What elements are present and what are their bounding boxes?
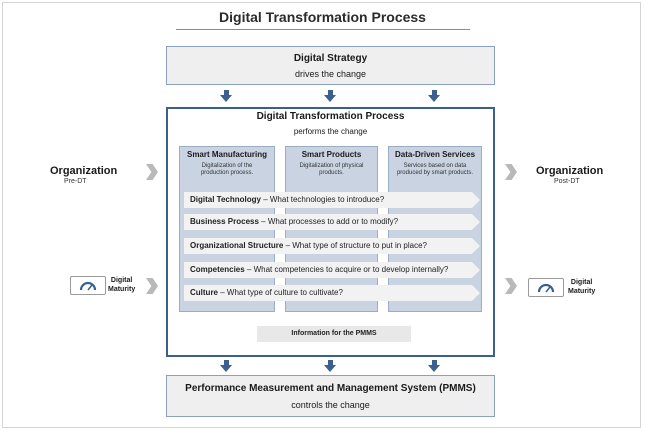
band-question: – What processes to add or to modify? xyxy=(258,217,399,226)
down-arrow-icon xyxy=(220,365,232,372)
column-description: Services based on data produced by smart… xyxy=(396,163,474,176)
column-heading: Smart Products xyxy=(301,150,362,159)
band-competencies-text: Competencies – What competencies to acqu… xyxy=(190,262,448,278)
maturity-left-label: Digital Maturity xyxy=(108,276,135,294)
chevron-right-icon xyxy=(146,278,158,294)
band-chevron xyxy=(472,192,480,208)
band-culture-text: Culture – What type of culture to cultiv… xyxy=(190,285,343,301)
band-chevron xyxy=(472,238,480,254)
down-arrow-icon xyxy=(324,95,336,102)
band-organizational-structure-text: Organizational Structure – What type of … xyxy=(190,238,427,254)
down-arrow-icon xyxy=(324,365,336,372)
maturity-line-1: Digital xyxy=(110,277,133,284)
down-arrow-stem-1 xyxy=(224,90,229,95)
organization-pre-label: Organization xyxy=(50,165,118,177)
band-chevron xyxy=(472,214,480,230)
maturity-line-2: Maturity xyxy=(568,288,596,295)
pmms-subtitle: controls the change xyxy=(291,400,370,410)
gauge-icon xyxy=(70,276,106,295)
gauge-icon xyxy=(528,278,564,297)
maturity-line-2: Maturity xyxy=(108,286,136,293)
organization-pre-subtitle: Pre-DT xyxy=(64,178,87,185)
band-question: – What type of structure to put in place… xyxy=(283,241,427,250)
band-digital-technology xyxy=(184,192,472,208)
title-underline xyxy=(176,29,470,30)
band-key: Culture xyxy=(190,288,218,297)
info-for-pmms-label: Information for the PMMS xyxy=(257,326,411,342)
band-competencies xyxy=(184,262,472,278)
maturity-right-label: Digital Maturity xyxy=(568,278,595,296)
process-subtitle: performs the change xyxy=(293,127,368,136)
page-title: Digital Transformation Process xyxy=(219,9,426,25)
band-digital-technology-text: Digital Technology – What technologies t… xyxy=(190,192,384,208)
chevron-right-icon xyxy=(505,278,517,294)
band-organizational-structure xyxy=(184,238,472,254)
column-description: Digitalization of the production process… xyxy=(200,163,254,176)
down-arrow-stem-4 xyxy=(224,360,229,365)
down-arrow-icon xyxy=(428,365,440,372)
down-arrow-icon xyxy=(220,95,232,102)
digital-strategy-box: Digital Strategy drives the change xyxy=(166,46,495,85)
band-key: Competencies xyxy=(190,265,245,274)
down-arrow-stem-3 xyxy=(432,90,437,95)
band-culture xyxy=(184,285,472,301)
pmms-box: Performance Measurement and Management S… xyxy=(166,375,495,417)
chevron-right-icon xyxy=(146,164,158,180)
column-description: Digitalization of physical products. xyxy=(299,163,364,176)
strategy-subtitle: drives the change xyxy=(294,69,367,79)
strategy-heading: Digital Strategy xyxy=(293,53,368,64)
band-key: Organizational Structure xyxy=(190,241,284,250)
band-business-process xyxy=(184,214,472,230)
chevron-right-icon xyxy=(505,164,517,180)
organization-post-label: Organization xyxy=(536,165,604,177)
band-business-process-text: Business Process – What processes to add… xyxy=(190,214,398,230)
band-question: – What competencies to acquire or to dev… xyxy=(244,265,449,274)
down-arrow-icon xyxy=(428,95,440,102)
down-arrow-stem-6 xyxy=(432,360,437,365)
band-chevron xyxy=(472,262,480,278)
maturity-line-1: Digital xyxy=(570,279,593,286)
band-question: – What technologies to introduce? xyxy=(260,195,385,204)
process-heading: Digital Transformation Process xyxy=(256,111,405,122)
down-arrow-stem-2 xyxy=(328,90,333,95)
band-key: Business Process xyxy=(190,217,259,226)
band-key: Digital Technology xyxy=(190,195,261,204)
organization-post-subtitle: Post-DT xyxy=(554,178,580,185)
outer-frame xyxy=(2,2,641,428)
column-heading: Smart Manufacturing xyxy=(186,150,267,159)
column-heading: Data-Driven Services xyxy=(394,150,476,159)
band-question: – What type of culture to cultivate? xyxy=(218,288,343,297)
band-chevron xyxy=(472,285,480,301)
pmms-heading: Performance Measurement and Management S… xyxy=(185,383,476,394)
down-arrow-stem-5 xyxy=(328,360,333,365)
